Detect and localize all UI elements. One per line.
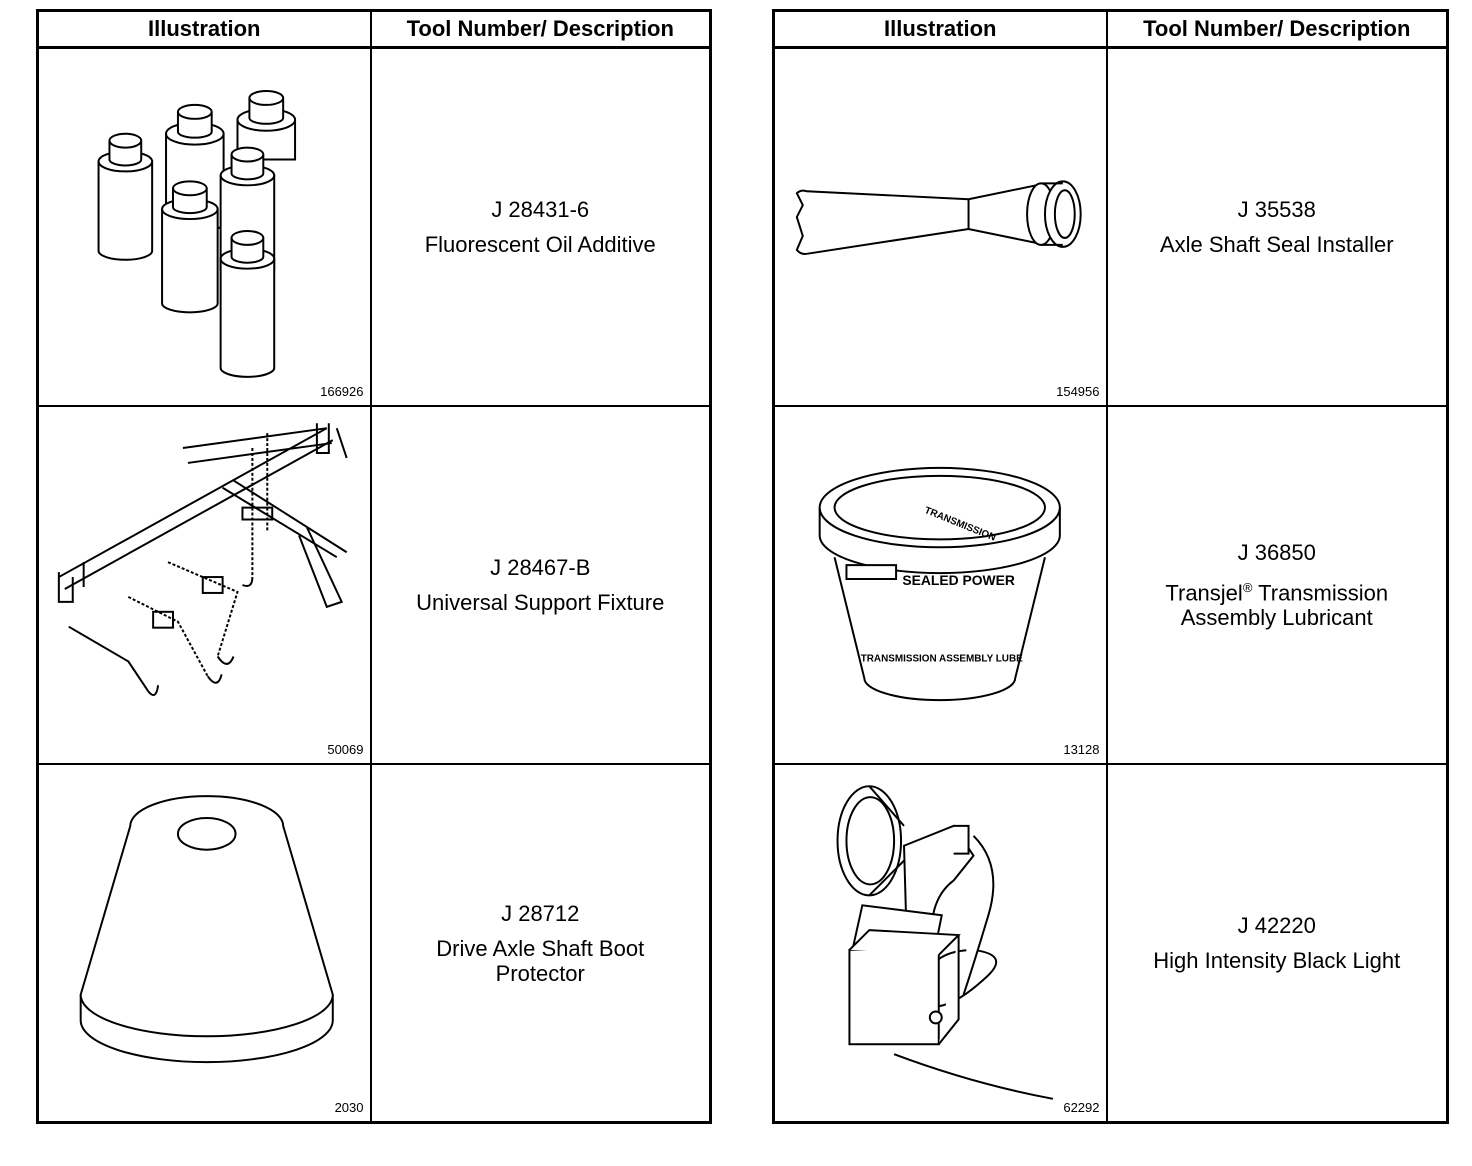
figure-number: 166926 (320, 384, 364, 399)
tub-label-secondary: TRANSMISSION ASSEMBLY LUBE (861, 653, 1023, 664)
table-row: SEALED POWER TRANSMISSION ASSEMBLY LUBE … (772, 405, 1449, 765)
figure-number: 2030 (334, 1100, 364, 1115)
tool-table-left: Illustration Tool Number/ Description 16… (36, 9, 712, 1124)
tool-description: Axle Shaft Seal Installer (1159, 232, 1394, 257)
boot-protector-icon (79, 795, 334, 1064)
description-cell: J 35538 Axle Shaft Seal Installer (1105, 46, 1449, 407)
tool-description: Fluorescent Oil Additive (424, 232, 656, 257)
lubricant-tub-icon: SEALED POWER TRANSMISSION ASSEMBLY LUBE … (818, 466, 1061, 702)
illustration-cell: 62292 (772, 763, 1108, 1124)
table-row: 50069 J 28467-B Universal Support Fixtur… (36, 405, 712, 765)
tool-description: Universal Support Fixture (416, 590, 665, 615)
illustration-cell: 2030 (36, 763, 372, 1124)
trademark-symbol: ® (1242, 579, 1253, 595)
description-cell: J 28467-B Universal Support Fixture (369, 405, 712, 765)
tool-description: Transjel® Transmission Assembly Lubrican… (1108, 575, 1447, 630)
tool-number: J 42220 (1237, 913, 1316, 938)
tool-number: J 28431-6 (491, 197, 590, 222)
illustration-cell: 50069 (36, 405, 372, 765)
description-cell: J 28712 Drive Axle Shaft Boot Protector (369, 763, 712, 1124)
support-fixture-icon (57, 423, 348, 696)
illustration-cell: 166926 (36, 46, 372, 407)
tool-number: J 28467-B (490, 555, 591, 580)
table-row: 166926 J 28431-6 Fluorescent Oil Additiv… (36, 46, 712, 407)
tool-number: J 28712 (501, 900, 580, 926)
tool-table-right: Illustration Tool Number/ Description 15… (772, 9, 1449, 1124)
description-cell: J 42220 High Intensity Black Light (1105, 763, 1449, 1124)
figure-number: 50069 (327, 742, 364, 757)
tool-number: J 35538 (1237, 197, 1316, 222)
tool-header: Tool Number/ Description (369, 9, 712, 49)
tool-description-suffix: Transmission Assembly Lubricant (1180, 580, 1389, 631)
illustration-cell: 154956 (772, 46, 1108, 407)
black-light-icon (836, 785, 1054, 1100)
table-row: 62292 J 42220 High Intensity Black Light (772, 763, 1449, 1124)
tool-number: J 36850 (1237, 539, 1316, 565)
figure-number: 154956 (1056, 384, 1100, 399)
oil-bottles-icon (97, 90, 297, 378)
tool-header: Tool Number/ Description (1105, 9, 1449, 49)
table-row: 2030 J 28712 Drive Axle Shaft Boot Prote… (36, 763, 712, 1124)
illustration-cell: SEALED POWER TRANSMISSION ASSEMBLY LUBE … (772, 405, 1108, 765)
table-row: 154956 J 35538 Axle Shaft Seal Installer (772, 46, 1449, 407)
tub-label: SEALED POWER (902, 572, 1015, 588)
illustration-header: Illustration (36, 9, 372, 49)
header-row: Illustration Tool Number/ Description (772, 9, 1449, 49)
description-cell: J 28431-6 Fluorescent Oil Additive (369, 46, 712, 407)
illustration-header: Illustration (772, 9, 1108, 49)
tool-description: Drive Axle Shaft Boot Protector (436, 935, 645, 986)
description-cell: J 36850 Transjel® Transmission Assembly … (1105, 405, 1449, 765)
tool-description: High Intensity Black Light (1153, 948, 1401, 973)
header-row: Illustration Tool Number/ Description (36, 9, 712, 49)
figure-number: 62292 (1063, 1100, 1100, 1115)
figure-number: 13128 (1063, 742, 1100, 757)
seal-installer-icon (795, 180, 1082, 255)
tool-description-prefix: Transjel (1165, 580, 1243, 606)
